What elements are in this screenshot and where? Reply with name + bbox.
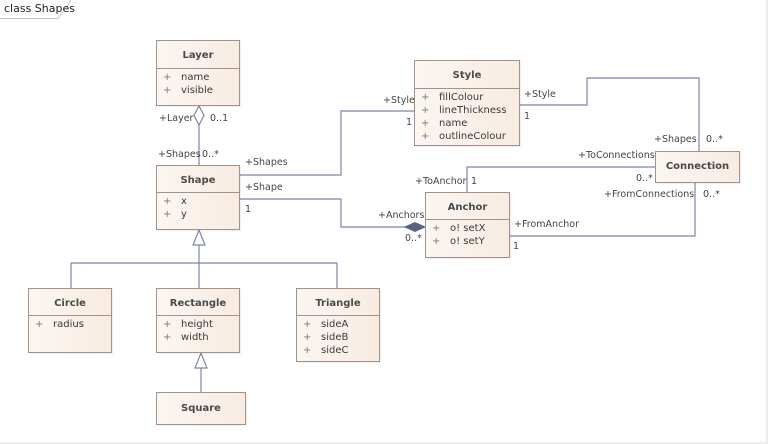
role-label: +Style xyxy=(524,89,556,100)
generalization-arrow-icon xyxy=(192,228,206,246)
multiplicity-label: 0..* xyxy=(636,173,653,184)
class-square[interactable]: Square xyxy=(156,392,246,425)
attribute: +sideA xyxy=(303,319,349,330)
multiplicity-label: 0..* xyxy=(703,189,720,200)
class-connection[interactable]: Connection xyxy=(655,151,740,183)
multiplicity-label: 1 xyxy=(524,111,531,122)
attribute: +lineThickness xyxy=(421,105,507,116)
attribute-list: +x +y xyxy=(157,192,239,221)
attribute: +o! setX xyxy=(432,223,486,234)
class-rectangle[interactable]: Rectangle +height +width xyxy=(156,288,240,353)
attribute: +o! setY xyxy=(432,236,485,247)
style-connection-link[interactable] xyxy=(520,77,700,151)
class-name: Shape xyxy=(180,175,216,186)
attribute-list: +name +visible xyxy=(157,68,239,97)
class-name: Circle xyxy=(54,298,86,309)
multiplicity-label: 1 xyxy=(245,204,252,215)
attribute: +visible xyxy=(163,85,213,96)
attribute: +fillColour xyxy=(421,92,484,103)
frame-tab-outline xyxy=(0,0,71,19)
attribute: +name xyxy=(163,72,210,83)
attribute: +outlineColour xyxy=(421,131,506,142)
role-label: +Shapes xyxy=(245,157,288,168)
role-label: +Layer xyxy=(159,113,194,124)
shape-style-link[interactable] xyxy=(240,110,414,176)
diagram-title: class Shapes xyxy=(4,2,75,15)
attribute: +y xyxy=(163,209,187,220)
class-name: Triangle xyxy=(315,298,361,309)
attribute: +sideB xyxy=(303,332,349,343)
class-name: Connection xyxy=(665,161,730,172)
anchor-from-connection-link[interactable] xyxy=(510,183,696,237)
multiplicity-label: 0..* xyxy=(706,134,723,145)
class-anchor[interactable]: Anchor +o! setX +o! setY xyxy=(425,192,510,258)
class-name: Square xyxy=(181,403,221,414)
attribute: +sideC xyxy=(303,345,349,356)
attribute: +name xyxy=(421,118,468,129)
role-label: +Style xyxy=(383,95,415,106)
class-name: Anchor xyxy=(447,202,488,213)
attribute: +width xyxy=(163,332,209,343)
role-label: +ToConnections xyxy=(578,150,655,161)
role-label: +FromConnections xyxy=(604,189,695,200)
multiplicity-label: 0..* xyxy=(405,233,422,244)
shape-anchor-link[interactable] xyxy=(240,198,405,228)
anchor-to-connection-link[interactable] xyxy=(466,166,655,192)
attribute-list: +fillColour +lineThickness +name +outlin… xyxy=(415,88,519,143)
multiplicity-label: 0..* xyxy=(202,149,219,160)
generalization-arrow-icon xyxy=(194,351,208,369)
attribute-list: +radius xyxy=(29,315,111,331)
class-style[interactable]: Style +fillColour +lineThickness +name +… xyxy=(414,60,520,146)
role-label: +Shapes xyxy=(158,149,201,160)
attribute: +height xyxy=(163,319,213,330)
role-label: +Shapes xyxy=(654,134,697,145)
class-shape[interactable]: Shape +x +y xyxy=(156,165,240,230)
attribute-list: +sideA +sideB +sideC xyxy=(297,315,379,357)
attribute-list: +height +width xyxy=(157,315,239,344)
multiplicity-label: 1 xyxy=(513,241,520,252)
role-label: +Anchors xyxy=(378,210,425,221)
composition-diamond-icon xyxy=(403,221,427,233)
class-name: Layer xyxy=(182,50,214,61)
multiplicity-label: 1 xyxy=(471,176,478,187)
aggregation-diamond-icon xyxy=(193,104,205,127)
class-name: Rectangle xyxy=(169,298,227,309)
role-label: +ToAnchor xyxy=(415,176,467,187)
attribute-list: +o! setX +o! setY xyxy=(426,219,509,248)
role-label: +FromAnchor xyxy=(514,219,579,230)
multiplicity-label: 0..1 xyxy=(210,113,229,124)
class-layer[interactable]: Layer +name +visible xyxy=(156,40,240,106)
class-circle[interactable]: Circle +radius xyxy=(28,288,112,353)
class-triangle[interactable]: Triangle +sideA +sideB +sideC xyxy=(296,288,380,362)
attribute: +x xyxy=(163,196,187,207)
class-name: Style xyxy=(452,70,482,81)
attribute: +radius xyxy=(35,319,84,330)
multiplicity-label: 1 xyxy=(406,117,413,128)
role-label: +Shape xyxy=(245,182,283,193)
